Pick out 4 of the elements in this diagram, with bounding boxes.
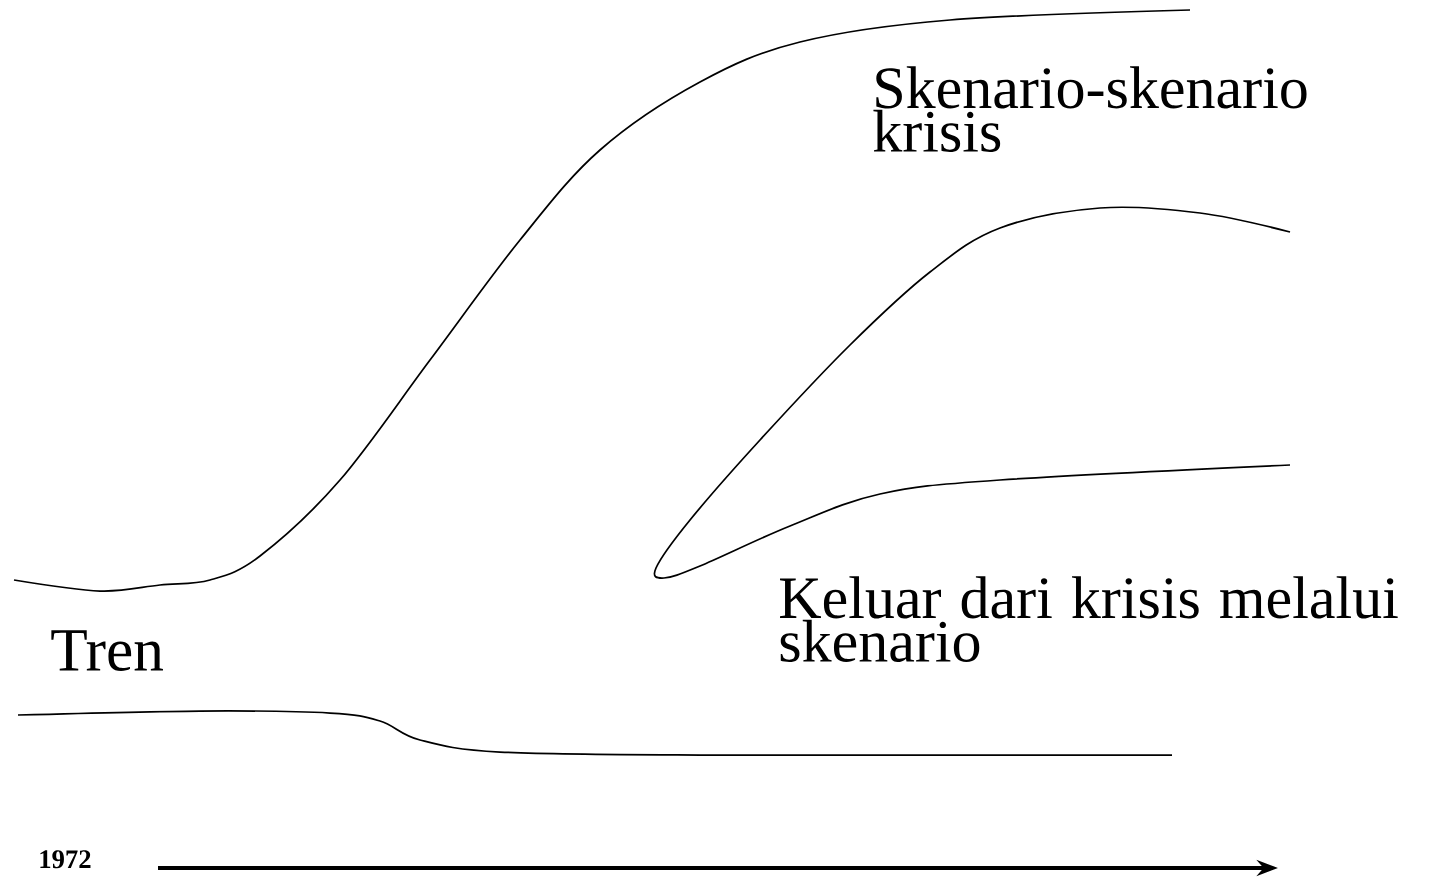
year-label: 1972 — [40, 850, 91, 869]
scenario-label: Keluar dari krisis melalui skenario — [780, 576, 1398, 663]
scenario-label: Skenario-skenario krisis — [873, 66, 1307, 153]
trend-label: Tren — [51, 630, 163, 672]
